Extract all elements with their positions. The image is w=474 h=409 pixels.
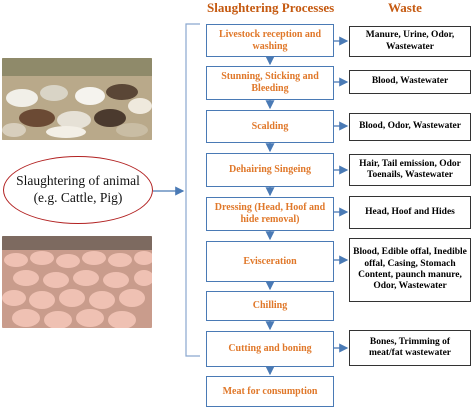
waste-box: Manure, Urine, Odor, Wastewater [349,26,471,57]
process-step: Dehairing Singeing [206,153,334,187]
waste-box: Blood, Edible offal, Inedible offal, Cas… [349,238,471,302]
source-line-2: (e.g. Cattle, Pig) [33,190,123,205]
waste-box: Hair, Tail emission, Odor Toenails, Wast… [349,154,471,186]
process-step-final: Meat for consumption [206,376,334,407]
waste-header: Waste [388,0,422,15]
process-step: Dressing (Head, Hoof and hide removal) [206,197,334,231]
process-step: Scalding [206,110,334,143]
process-step: Evisceration [206,241,334,282]
processes-header: Slaughtering Processes [207,0,335,15]
waste-box: Blood, Odor, Wastewater [349,113,471,141]
waste-box: Bones, Trimming of meat/fat wastewater [349,330,471,366]
pigs-photo [2,236,152,328]
process-step: Chilling [206,291,334,321]
cattle-photo [2,58,152,140]
process-step: Stunning, Sticking and Bleeding [206,66,334,100]
waste-box: Head, Hoof and Hides [349,196,471,229]
process-step: Livestock reception and washing [206,24,334,57]
process-step: Cutting and boning [206,331,334,367]
source-ellipse: Slaughtering of animal (e.g. Cattle, Pig… [3,156,153,224]
source-line-1: Slaughtering of animal [16,173,140,189]
waste-box: Blood, Wastewater [349,70,471,94]
